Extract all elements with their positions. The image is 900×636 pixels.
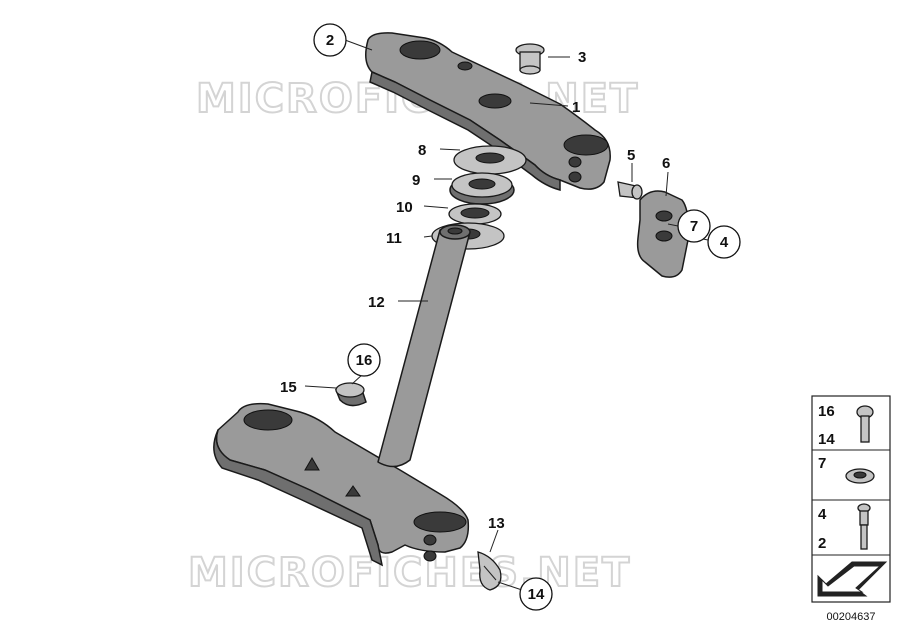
legend-row3-bottom: 2: [818, 535, 826, 552]
svg-text:2: 2: [326, 32, 334, 49]
callout-14: 14: [519, 577, 553, 611]
callout-9: 9: [412, 172, 420, 189]
diagram-code: 00204637: [827, 611, 876, 623]
washer-part-8: [453, 145, 527, 175]
bracket-part-6: [636, 190, 690, 278]
watermark-bottom: MICROFICHES.NET: [188, 550, 631, 596]
callout-7: 7: [677, 209, 711, 243]
lower-triple-clamp: [213, 402, 470, 567]
callout-2: 2: [313, 23, 347, 57]
pin-part-5: [617, 181, 643, 200]
legend-panel: 16 14 7 4 2: [811, 395, 891, 603]
bolt-icon: [857, 503, 871, 550]
callout-16: 16: [347, 343, 381, 377]
bearing-part-9: [449, 172, 515, 205]
callout-8: 8: [418, 142, 426, 159]
legend-row1-top: 16: [818, 403, 835, 420]
callout-15: 15: [280, 379, 297, 396]
seal-part-10: [448, 203, 502, 225]
callout-3: 3: [578, 49, 586, 66]
clip-part-13: [477, 551, 502, 591]
callout-13: 13: [488, 515, 505, 532]
callout-5: 5: [627, 147, 635, 164]
steering-stem-part-12: [377, 224, 471, 468]
callout-6: 6: [662, 155, 670, 172]
screw-icon: [856, 405, 874, 443]
washer-icon: [845, 468, 875, 484]
callout-11: 11: [386, 230, 402, 247]
nut-part-15: [334, 382, 367, 407]
svg-text:16: 16: [356, 352, 373, 369]
svg-text:14: 14: [528, 586, 545, 603]
legend-row3-top: 4: [818, 506, 827, 523]
screw-part-3: [515, 43, 545, 75]
svg-text:4: 4: [720, 234, 729, 251]
leader-lines: [304, 39, 709, 591]
callout-4: 4: [707, 225, 741, 259]
legend-row1-bottom: 14: [818, 431, 835, 448]
callout-10: 10: [396, 199, 413, 216]
callout-12: 12: [368, 294, 385, 311]
callout-1: 1: [572, 99, 580, 116]
arrow-icon: [817, 561, 888, 597]
svg-text:7: 7: [690, 218, 698, 235]
legend-row2-top: 7: [818, 455, 826, 472]
